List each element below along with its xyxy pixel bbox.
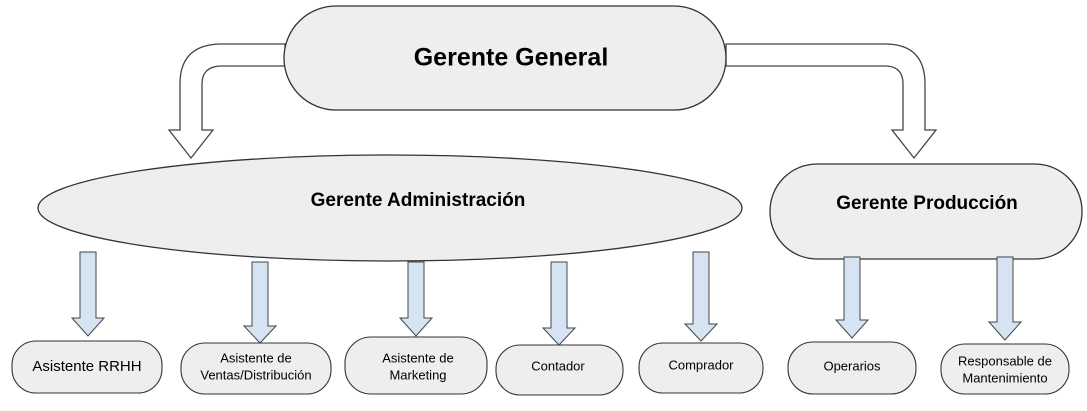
down-arrow-to-marketing bbox=[398, 261, 434, 337]
node-label-line2: Ventas/Distribución bbox=[200, 367, 311, 382]
node-asistente-marketing: Asistente de Marketing bbox=[344, 336, 488, 395]
node-label-line2: Mantenimiento bbox=[962, 370, 1047, 385]
node-contador: Contador bbox=[495, 344, 624, 396]
node-label: Asistente RRHH bbox=[32, 358, 141, 375]
node-gerente-administracion: Gerente Administración bbox=[37, 154, 743, 262]
connector-arrow-ceo-to-production bbox=[725, 43, 938, 160]
node-label: Gerente Producción bbox=[836, 193, 1018, 214]
node-label: Comprador bbox=[668, 357, 734, 372]
node-asistente-rrhh: Asistente RRHH bbox=[11, 340, 163, 394]
node-operarios: Operarios bbox=[787, 341, 917, 395]
down-arrow-to-hr bbox=[70, 251, 106, 337]
down-arrow-to-maintenance bbox=[987, 256, 1023, 341]
node-label: Contador bbox=[531, 358, 585, 373]
node-label: Gerente General bbox=[414, 44, 609, 72]
node-label-line2: Marketing bbox=[389, 367, 446, 382]
node-responsable-mantenimiento: Responsable de Mantenimiento bbox=[940, 343, 1070, 395]
node-asistente-ventas: Asistente de Ventas/Distribución bbox=[180, 342, 332, 395]
node-gerente-general: Gerente General bbox=[283, 5, 727, 111]
node-gerente-produccion: Gerente Producción bbox=[769, 163, 1083, 260]
down-arrow-to-buyer bbox=[683, 251, 719, 342]
node-label: Operarios bbox=[823, 358, 881, 373]
node-label-line1: Asistente de bbox=[382, 350, 454, 365]
connector-arrow-ceo-to-admin bbox=[167, 43, 286, 160]
down-arrow-to-operators bbox=[834, 256, 870, 339]
node-label: Gerente Administración bbox=[311, 190, 526, 211]
down-arrow-to-accountant bbox=[541, 261, 577, 346]
node-comprador: Comprador bbox=[638, 342, 764, 394]
node-label-line1: Asistente de bbox=[220, 350, 292, 365]
node-label-line1: Responsable de bbox=[958, 353, 1052, 368]
down-arrows bbox=[70, 251, 1023, 346]
down-arrow-to-sales bbox=[242, 261, 278, 344]
